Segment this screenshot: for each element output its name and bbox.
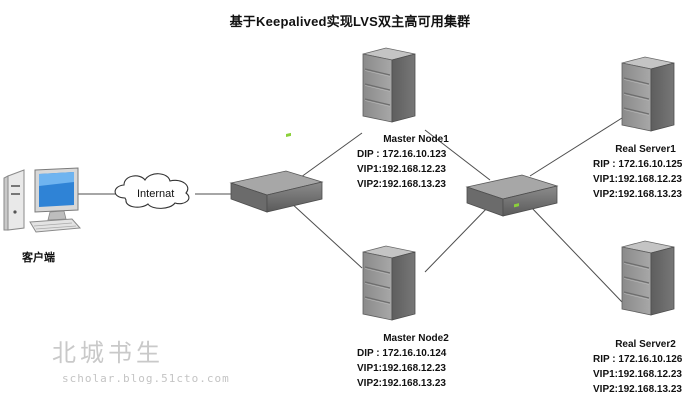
master-node1-name: Master Node1 [383, 134, 449, 145]
master-node1-dip: DIP : 172.16.10.123 [357, 149, 447, 160]
diagram-title: 基于Keepalived实现LVS双主高可用集群 [229, 14, 471, 29]
master-node2-vip1: VIP1:192.168.12.23 [357, 363, 446, 374]
master-node2-name: Master Node2 [383, 333, 449, 344]
internet-cloud-icon [114, 173, 190, 209]
internet-label: Internat [137, 188, 175, 200]
master-node1-server-icon [362, 47, 416, 123]
real-server2-vip1: VIP1:192.168.12.23 [593, 369, 682, 380]
master-node1-label: Master Node1 DIP : 172.16.10.123 VIP1:19… [357, 132, 475, 192]
real-server2-label: Real Server2 RIP : 172.16.10.126 VIP1:19… [593, 337, 698, 397]
real-server1-label: Real Server1 RIP : 172.16.10.125 VIP1:19… [593, 142, 698, 202]
link-switch1-master2 [289, 201, 363, 269]
link-master2-switch2 [424, 204, 491, 273]
client-label: 客户端 [22, 252, 55, 264]
client-computer-icon [3, 167, 82, 233]
watermark-text: 北城书生 [52, 339, 164, 367]
master-node2-label: Master Node2 DIP : 172.16.10.124 VIP1:19… [357, 331, 475, 391]
real-server1-server-icon [621, 56, 675, 132]
master-node2-vip2: VIP2:192.168.13.23 [357, 378, 446, 389]
real-server2-vip2: VIP2:192.168.13.23 [593, 384, 682, 395]
real-server1-vip2: VIP2:192.168.13.23 [593, 189, 682, 200]
master-node2-server-icon [362, 245, 416, 321]
real-server2-name: Real Server2 [615, 339, 676, 350]
switch-1-icon [229, 132, 324, 213]
real-server2-rip: RIP : 172.16.10.126 [593, 354, 683, 365]
master-node1-vip1: VIP1:192.168.12.23 [357, 164, 446, 175]
real-server1-rip: RIP : 172.16.10.125 [593, 159, 683, 170]
master-node2-dip: DIP : 172.16.10.124 [357, 348, 447, 359]
real-server2-server-icon [621, 240, 675, 316]
real-server1-vip1: VIP1:192.168.12.23 [593, 174, 682, 185]
watermark-url: scholar.blog.51cto.com [62, 372, 230, 385]
switch-2-icon [465, 174, 559, 217]
real-server1-name: Real Server1 [615, 144, 676, 155]
link-switch2-real2 [529, 205, 623, 303]
connection-lines [68, 117, 623, 303]
master-node1-vip2: VIP2:192.168.13.23 [357, 179, 446, 190]
link-master1-switch2 [424, 129, 491, 181]
link-switch2-real1 [529, 117, 623, 177]
